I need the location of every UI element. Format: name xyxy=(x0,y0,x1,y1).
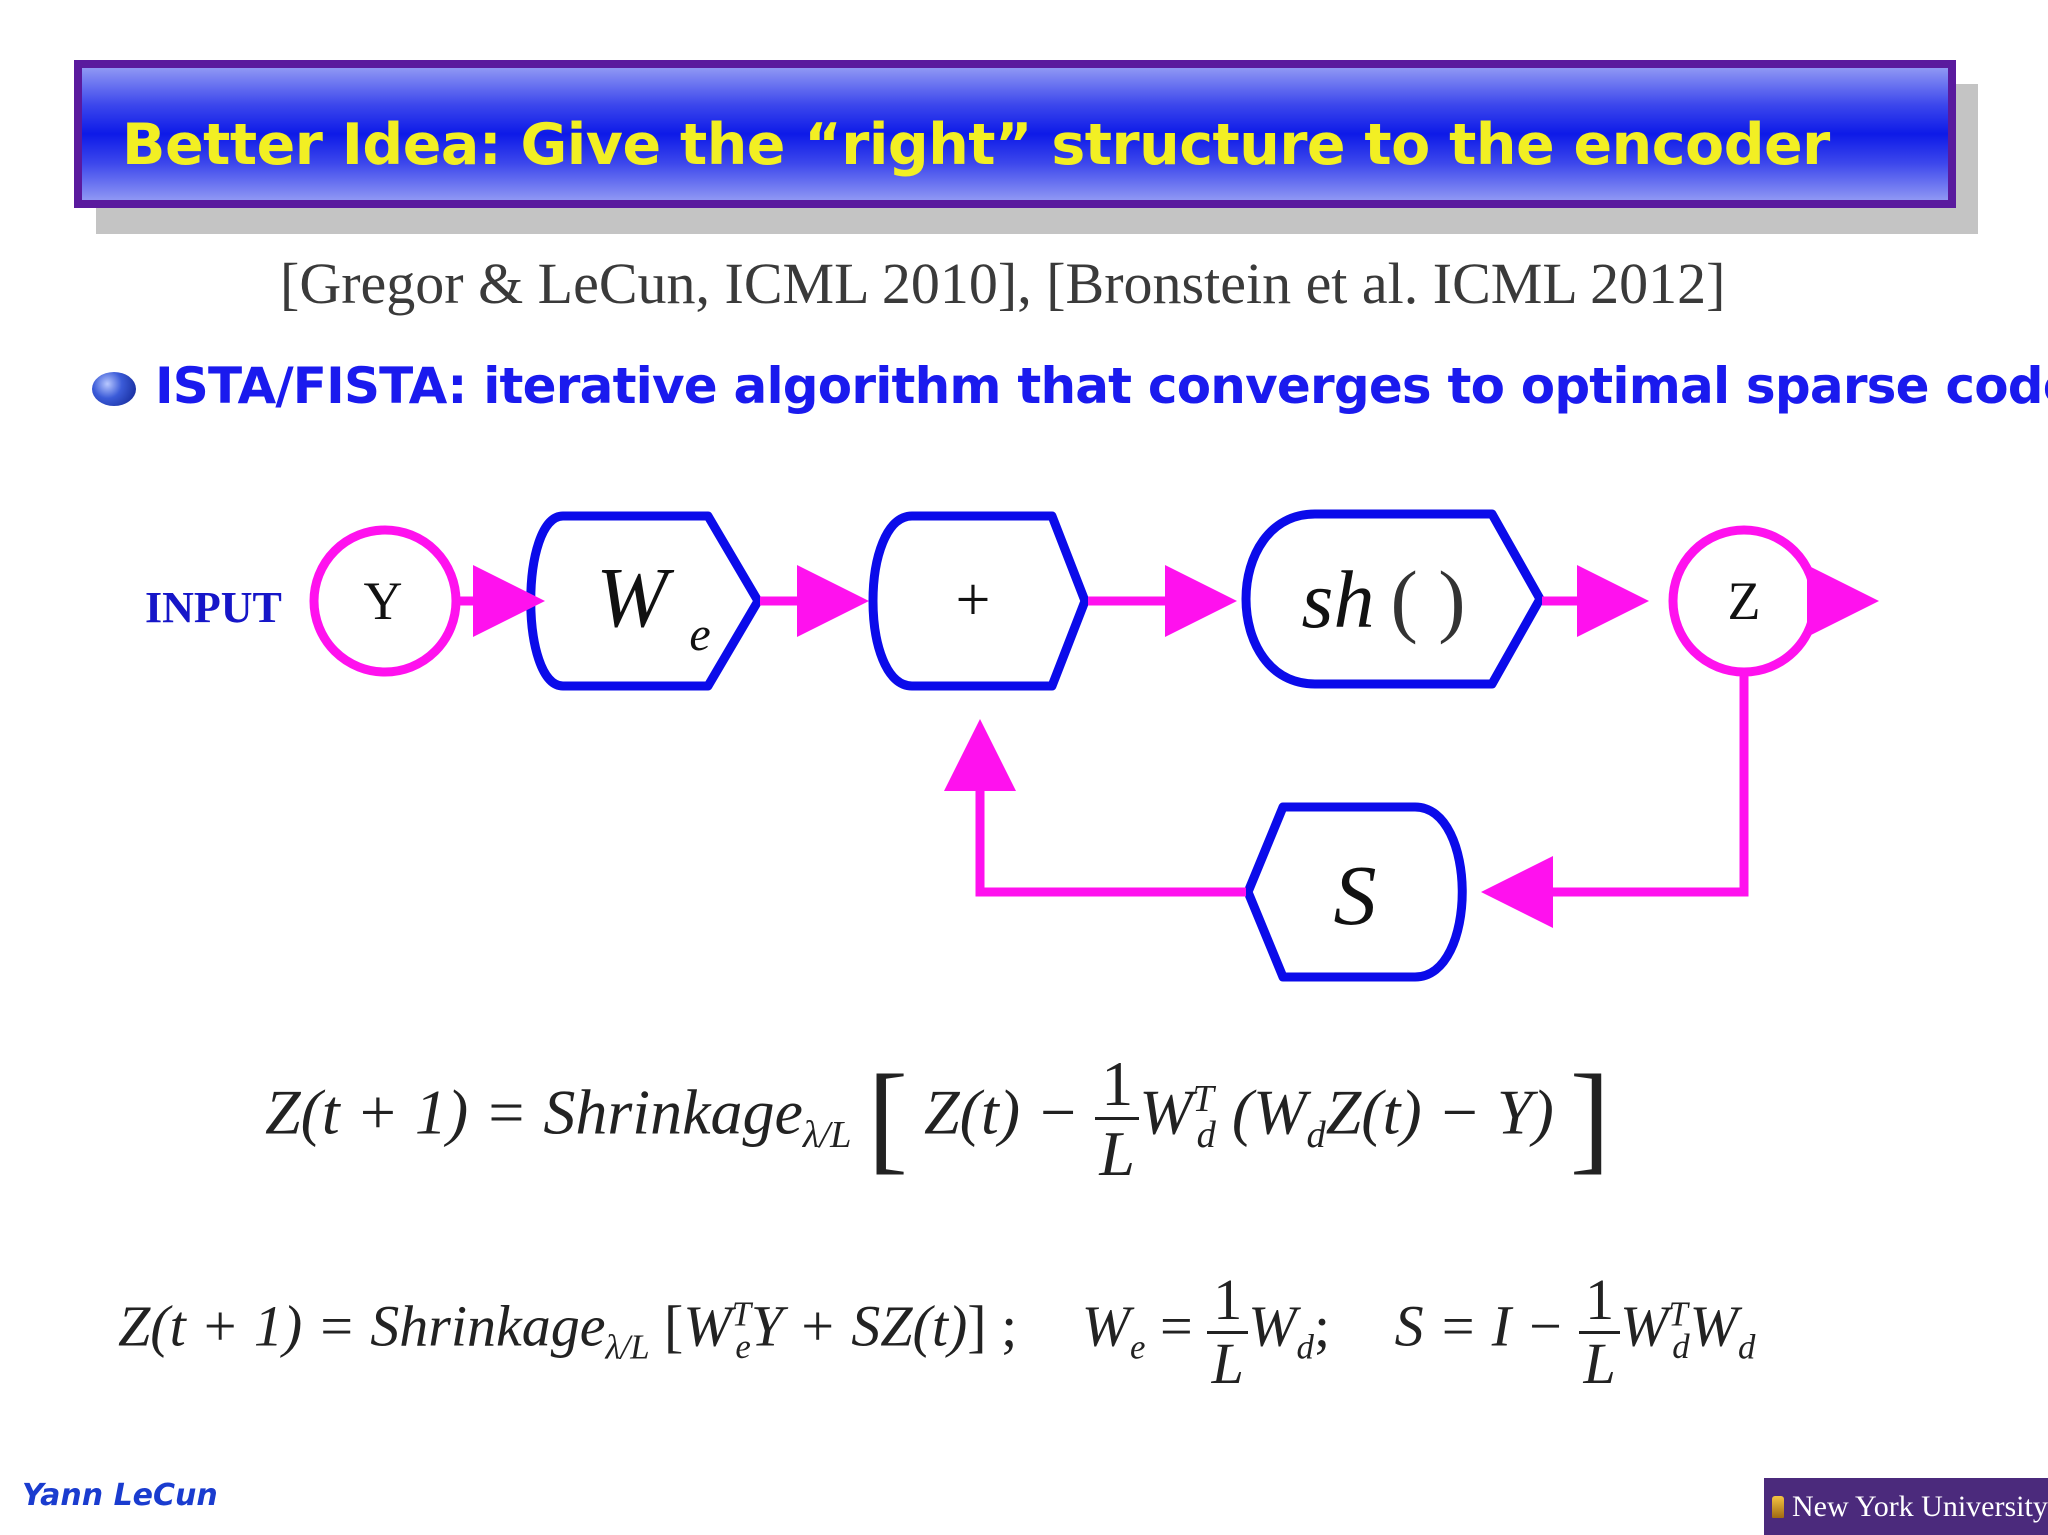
eq1-lhs: Z(t + 1) = Shrinkage xyxy=(265,1076,803,1148)
eq1-body-b-sub: d xyxy=(1196,1114,1216,1157)
eq1-body-c-sub: d xyxy=(1306,1114,1326,1157)
eq1-body-b-sup: T xyxy=(1192,1078,1214,1121)
shrink-box xyxy=(1241,509,1545,689)
citation: [Gregor & LeCun, ICML 2010], [Bronstein … xyxy=(280,251,1726,316)
arrow-s-to-plus xyxy=(944,719,1246,897)
slide-title: Better Idea: Give the “right” structure … xyxy=(122,112,1830,178)
eq2-s-rhs-b-sub: d xyxy=(1737,1327,1756,1367)
eq2-separator: ; xyxy=(1001,1293,1018,1359)
eq1-body-a: Z(t) − xyxy=(924,1076,1080,1148)
eq2-s-rhs-a-sub: d xyxy=(1672,1327,1690,1367)
eq1-frac-num: 1 xyxy=(1095,1050,1140,1121)
eq2-subscript: λ/L xyxy=(605,1327,650,1367)
bullet-text: ISTA/FISTA: iterative algorithm that con… xyxy=(155,357,2048,415)
eq1-subscript: λ/L xyxy=(802,1114,852,1157)
eq1-body-c: (W xyxy=(1231,1076,1307,1148)
s-box-label: S xyxy=(1334,847,1377,943)
eq2-we-rhs: W xyxy=(1248,1293,1297,1359)
eq2-s-rhs-a-sup: T xyxy=(1668,1294,1688,1334)
torch-icon xyxy=(1772,1495,1784,1518)
eq2-right-bracket: ] xyxy=(967,1293,987,1359)
eq2-s-den: L xyxy=(1583,1330,1616,1396)
eq1-right-bracket: ] xyxy=(1569,1050,1611,1185)
input-label: INPUT xyxy=(145,583,282,632)
eq2-we-end: ; xyxy=(1313,1293,1331,1359)
we-box-label: W xyxy=(596,549,675,645)
footer-author: Yann LeCun xyxy=(22,1478,218,1513)
z-node-label: Z xyxy=(1728,571,1761,631)
eq1-body-d: Z(t) − Y) xyxy=(1325,1076,1554,1148)
footer-institution-badge: New York University xyxy=(1764,1478,2048,1535)
eq2-we-den: L xyxy=(1211,1330,1244,1396)
eq1-body-b: W xyxy=(1139,1076,1193,1148)
shrink-box-parens: ( ) xyxy=(1390,554,1465,645)
eq2-s-lhs: S = I − xyxy=(1394,1293,1565,1359)
eq2-inner-a-sub: e xyxy=(735,1327,751,1367)
eq2-we-lhs-sub: e xyxy=(1130,1327,1146,1367)
arrows xyxy=(458,565,1879,928)
eq2-inner-b: Y + SZ(t) xyxy=(750,1293,968,1359)
eq2-inner-a: W xyxy=(683,1293,732,1359)
plus-box xyxy=(868,511,1090,691)
eq2-s-rhs-b: W xyxy=(1689,1293,1738,1359)
eq2-s-num: 1 xyxy=(1579,1269,1621,1334)
equation-2: Z(t + 1) = Shrinkageλ/L [WTeY + SZ(t)] ;… xyxy=(118,1269,1756,1396)
eq1-left-bracket: [ xyxy=(867,1050,909,1185)
y-node xyxy=(309,525,461,677)
y-node-label: Y xyxy=(364,571,403,631)
eq2-left-bracket: [ xyxy=(664,1293,684,1359)
plus-box-label: + xyxy=(956,566,991,634)
eq2-we-lhs: W xyxy=(1081,1293,1131,1359)
eq2-we-rhs-sub: d xyxy=(1296,1327,1314,1367)
we-box-subscript: e xyxy=(689,608,710,661)
eq2-s-rhs-a: W xyxy=(1620,1293,1669,1359)
arrow-z-to-s xyxy=(1481,674,1749,928)
s-box xyxy=(1243,802,1467,982)
eq2-we-num: 1 xyxy=(1207,1269,1249,1334)
bullet-icon xyxy=(92,372,136,406)
footer-institution: New York University xyxy=(1792,1489,2048,1523)
eq2-lhs: Z(t + 1) = Shrinkage xyxy=(118,1293,606,1359)
eq2-we-equals: = xyxy=(1160,1293,1193,1359)
eq2-inner-a-sup: T xyxy=(731,1294,752,1334)
eq1-frac-den: L xyxy=(1099,1118,1136,1190)
shrink-box-label: sh xyxy=(1302,554,1375,645)
title-bar: Better Idea: Give the “right” structure … xyxy=(74,60,1956,208)
